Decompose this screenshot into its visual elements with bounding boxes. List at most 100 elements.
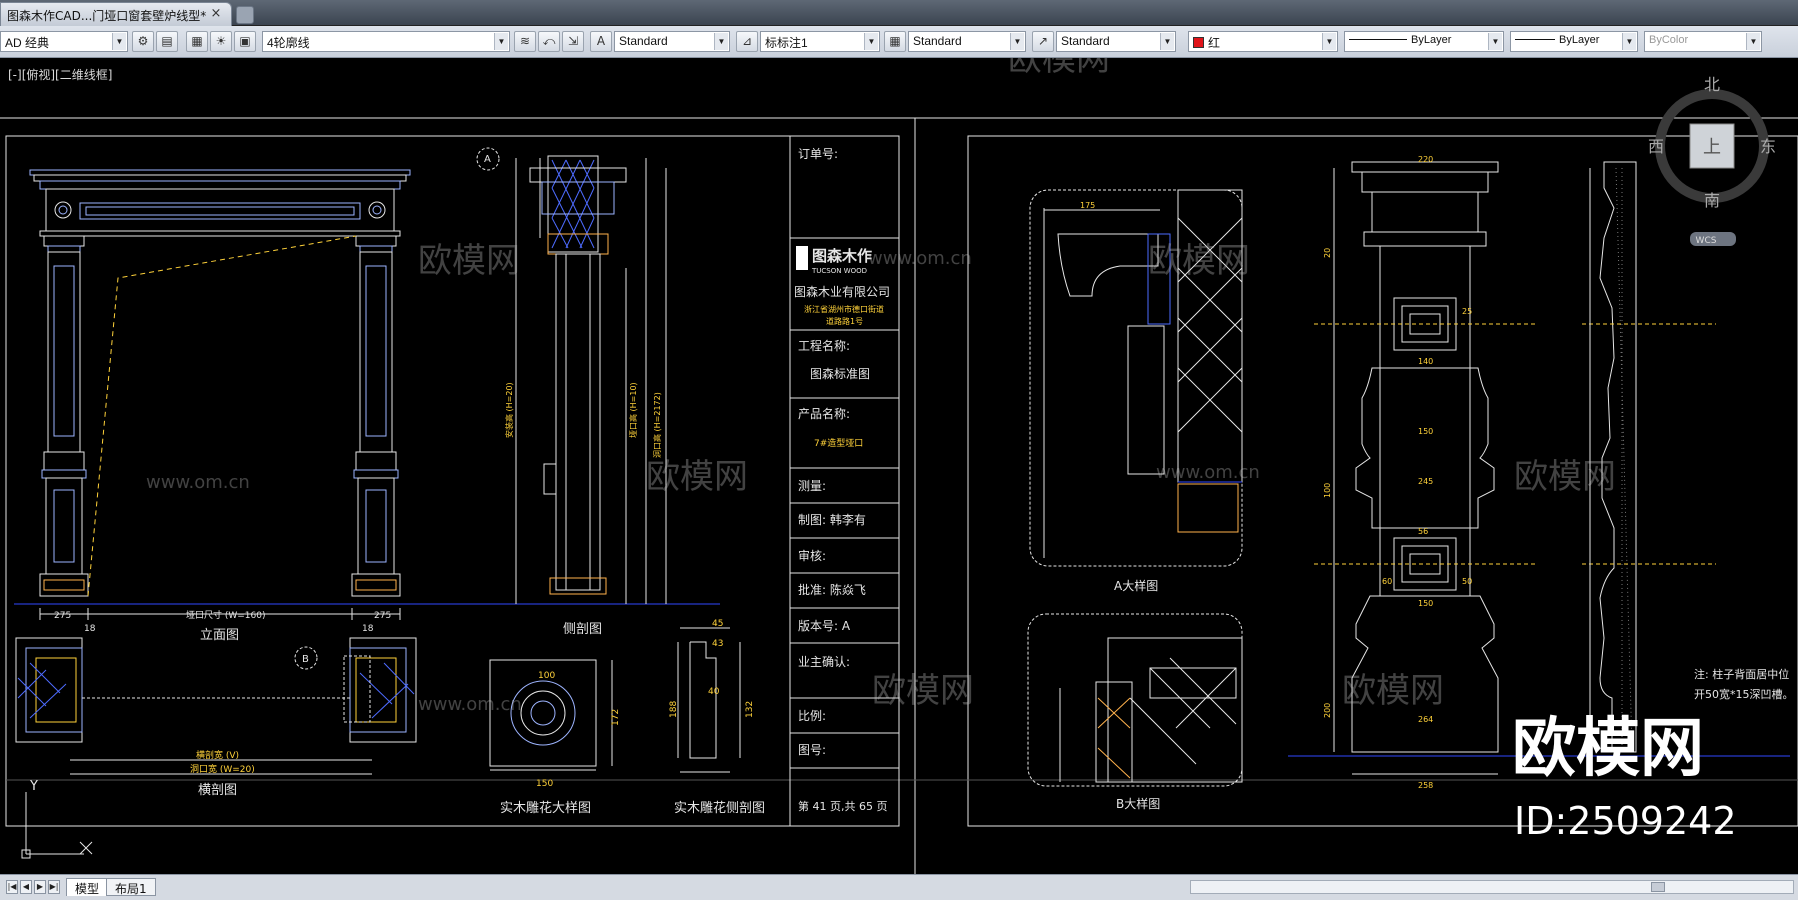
owner-label: 业主确认: xyxy=(798,655,850,669)
drawn-label: 制图: 韩李有 xyxy=(798,512,866,527)
layer-match-icon[interactable]: ⇲ xyxy=(562,31,584,52)
text-style-icon[interactable]: A xyxy=(590,31,612,52)
plan-section-dims: B 横剖宽 (V) 洞口宽 (W=20) xyxy=(190,654,309,775)
address-line-1: 浙江省湖州市德口街道 xyxy=(804,304,884,314)
side-section-title: 侧剖图 xyxy=(563,622,602,637)
dim-264: 264 xyxy=(1418,715,1433,724)
first-layout-button[interactable]: |◀ xyxy=(6,880,18,894)
lineweight-dropdown[interactable]: ByLayer ▼ xyxy=(1510,31,1638,52)
mleader-style-dropdown[interactable]: Standard▼ xyxy=(1056,31,1176,52)
chevron-down-icon: ▼ xyxy=(494,33,508,50)
layer-properties-icon[interactable]: ▦ xyxy=(186,31,208,52)
carving-section-drawing xyxy=(677,627,741,773)
viewport-controls-label[interactable]: [-][俯视][二维线框] xyxy=(8,68,113,82)
workspace-dropdown[interactable]: AD 经典▼ xyxy=(0,31,128,52)
elevation-drawing xyxy=(14,169,720,620)
table-style-value: Standard xyxy=(913,34,962,48)
dim-door-height: 垭口高 (H=10) xyxy=(628,382,638,438)
chevron-down-icon: ▼ xyxy=(714,33,728,50)
product-label: 产品名称: xyxy=(798,406,850,421)
note-line-1: 注: 柱子背面居中位 xyxy=(1694,667,1789,681)
review-label: 审核: xyxy=(798,548,826,563)
layer-previous-icon[interactable]: ⤺ xyxy=(538,31,560,52)
text-style-value: Standard xyxy=(619,34,668,48)
close-tab-icon[interactable]: × xyxy=(210,6,222,21)
carving-section-title: 实木雕花侧剖图 xyxy=(674,800,765,816)
layer-dropdown[interactable]: 4轮廓线▼ xyxy=(262,31,510,52)
lineweight-value: ByLayer xyxy=(1559,34,1600,46)
watermark-brand-3: 欧模网 xyxy=(646,457,748,497)
chevron-down-icon: ▼ xyxy=(1622,33,1636,50)
tab-model[interactable]: 模型 xyxy=(66,878,109,896)
layer-lock-icon[interactable]: ▣ xyxy=(234,31,256,52)
dim-258: 258 xyxy=(1418,781,1433,790)
chevron-down-icon: ▼ xyxy=(864,33,878,50)
viewcube-top-face[interactable] xyxy=(1689,123,1735,169)
table-style-icon[interactable]: ▦ xyxy=(884,31,906,52)
product-value: 7#造型垭口 xyxy=(814,437,863,449)
dim-20: 20 xyxy=(1323,248,1332,258)
next-layout-button[interactable]: ▶ xyxy=(34,880,46,894)
linetype-dropdown[interactable]: ByLayer▼ xyxy=(1344,31,1504,52)
mleader-style-icon[interactable]: ↗ xyxy=(1032,31,1054,52)
dim-25: 25 xyxy=(1462,307,1472,316)
detail-a-title: A大样图 xyxy=(1114,578,1158,593)
wcs-label: WCS xyxy=(1696,236,1717,246)
dim-opening-width: 洞口宽 (W=20) xyxy=(190,763,255,775)
detail-a-dims: 175 xyxy=(1080,201,1095,210)
lightbulb-icon[interactable]: ☀ xyxy=(210,31,232,52)
side-section-dims: A 安装高 (H=20) 垭口高 (H=10) 洞口高 (H=2172) xyxy=(484,154,662,458)
watermark-id: ID:2509242 xyxy=(1514,799,1737,843)
viewcube[interactable]: 上 北 南 东 西 WCS xyxy=(1648,75,1776,246)
project-label: 工程名称: xyxy=(798,338,850,353)
document-tab[interactable]: 图森木作CAD...门垭口窗套壁炉线型* × xyxy=(0,2,232,26)
watermark-brand-4: 欧模网 xyxy=(1514,457,1616,497)
chevron-down-icon: ▼ xyxy=(1488,33,1502,50)
layout-tab-bar: |◀ ◀ ▶ ▶| 模型 布局1 xyxy=(0,874,1798,900)
dim-style-icon[interactable]: ⊿ xyxy=(736,31,758,52)
layer-states-icon[interactable]: ▤ xyxy=(156,31,178,52)
dim-40: 40 xyxy=(708,687,720,697)
gear-icon[interactable]: ⚙ xyxy=(132,31,154,52)
table-style-dropdown[interactable]: Standard ▼ xyxy=(908,31,1026,52)
plotstyle-dropdown[interactable]: ByColor▼ xyxy=(1644,31,1762,52)
watermark-brand-7: 欧模网 xyxy=(1008,58,1110,79)
drawing-canvas[interactable]: [-][俯视][二维线框] 订单号: xyxy=(0,58,1798,874)
chevron-down-icon: ▼ xyxy=(1010,33,1024,50)
dim-150b: 150 xyxy=(1418,427,1433,436)
dim-140: 140 xyxy=(1418,357,1433,366)
chevron-down-icon: ▼ xyxy=(112,33,126,50)
document-tab-bar: 图森木作CAD...门垭口窗套壁炉线型* × xyxy=(0,0,1798,26)
watermark-brand-2: 欧模网 xyxy=(1148,241,1250,281)
make-current-icon[interactable]: ≋ xyxy=(514,31,536,52)
dim-150: 150 xyxy=(536,779,553,789)
side-detail-a-mark: A xyxy=(484,154,491,165)
plan-detail-b-mark: B xyxy=(302,654,309,665)
tab-layout1[interactable]: 布局1 xyxy=(106,878,156,896)
carving-detail-title: 实木雕花大样图 xyxy=(500,800,591,816)
dim-style-dropdown[interactable]: 标标注1▼ xyxy=(760,31,880,52)
new-tab-button[interactable] xyxy=(236,6,254,24)
plotstyle-value: ByColor xyxy=(1649,34,1689,46)
title-block-text: 订单号: 图森木作 TUCSON WOOD 图森木业有限公司 浙江省湖州市德口街… xyxy=(794,147,890,813)
wcs-menu-button[interactable] xyxy=(1690,232,1736,246)
prev-layout-button[interactable]: ◀ xyxy=(20,880,32,894)
pillar-note: 注: 柱子背面居中位 开50宽*15深凹槽。 xyxy=(1694,667,1794,701)
compass-west: 西 xyxy=(1648,137,1664,156)
address-line-2: 道路路1号 xyxy=(826,316,863,326)
detail-b-drawing xyxy=(1027,613,1243,787)
dim-175: 175 xyxy=(1080,201,1095,210)
horizontal-scrollbar[interactable] xyxy=(1190,880,1794,894)
approve-label: 批准: 陈焱飞 xyxy=(798,582,866,597)
scrollbar-thumb[interactable] xyxy=(1651,882,1665,892)
company-logo: 图森木作 xyxy=(812,247,872,265)
last-layout-button[interactable]: ▶| xyxy=(48,880,60,894)
dim-56: 56 xyxy=(1418,527,1428,536)
color-dropdown[interactable]: 红▼ xyxy=(1188,31,1338,52)
dim-100b: 100 xyxy=(1323,483,1332,498)
detail-b-title: B大样图 xyxy=(1116,796,1160,811)
carving-detail-drawing xyxy=(489,659,613,771)
text-style-dropdown[interactable]: Standard ▼ xyxy=(614,31,730,52)
dim-outer-width: 横剖宽 (V) xyxy=(196,749,239,761)
pillar-elevation-drawing xyxy=(1288,161,1790,775)
